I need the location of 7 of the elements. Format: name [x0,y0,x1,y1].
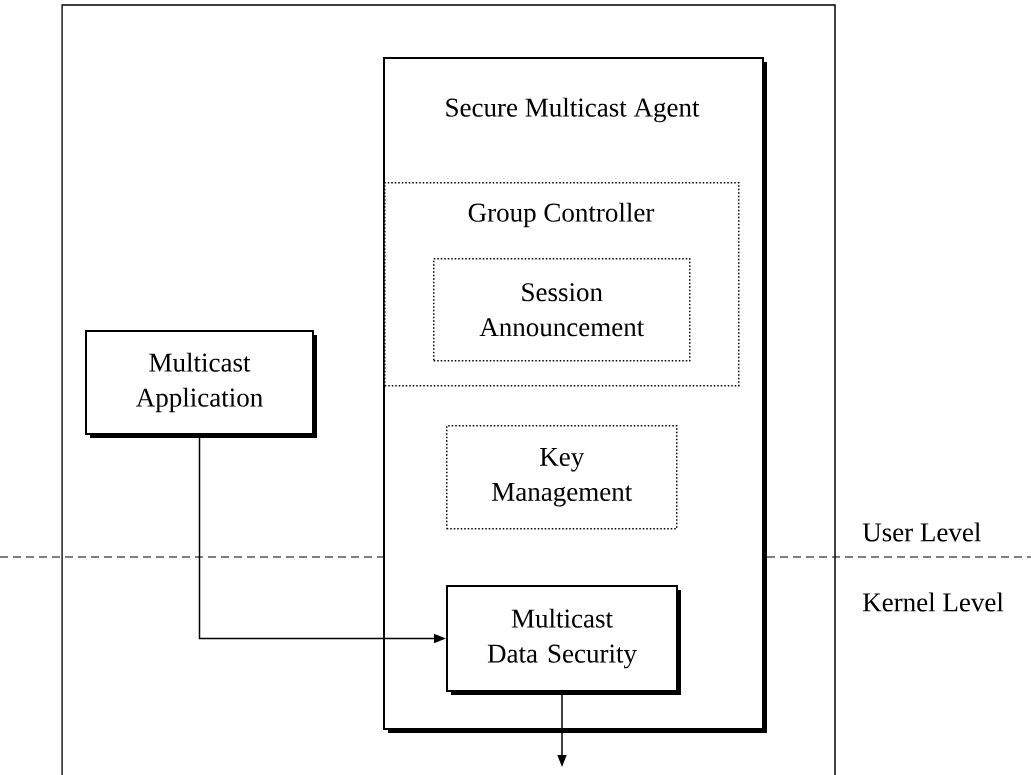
level-label: Kernel Level [863,592,1004,612]
system-frame [61,4,836,775]
level-label: User Level [862,522,981,542]
application-box: Multicast Application [85,330,317,438]
component-box: Key Management [446,425,678,530]
component-box: Session Announcement [433,258,691,362]
security-box: Multicast Data Security [446,585,681,695]
